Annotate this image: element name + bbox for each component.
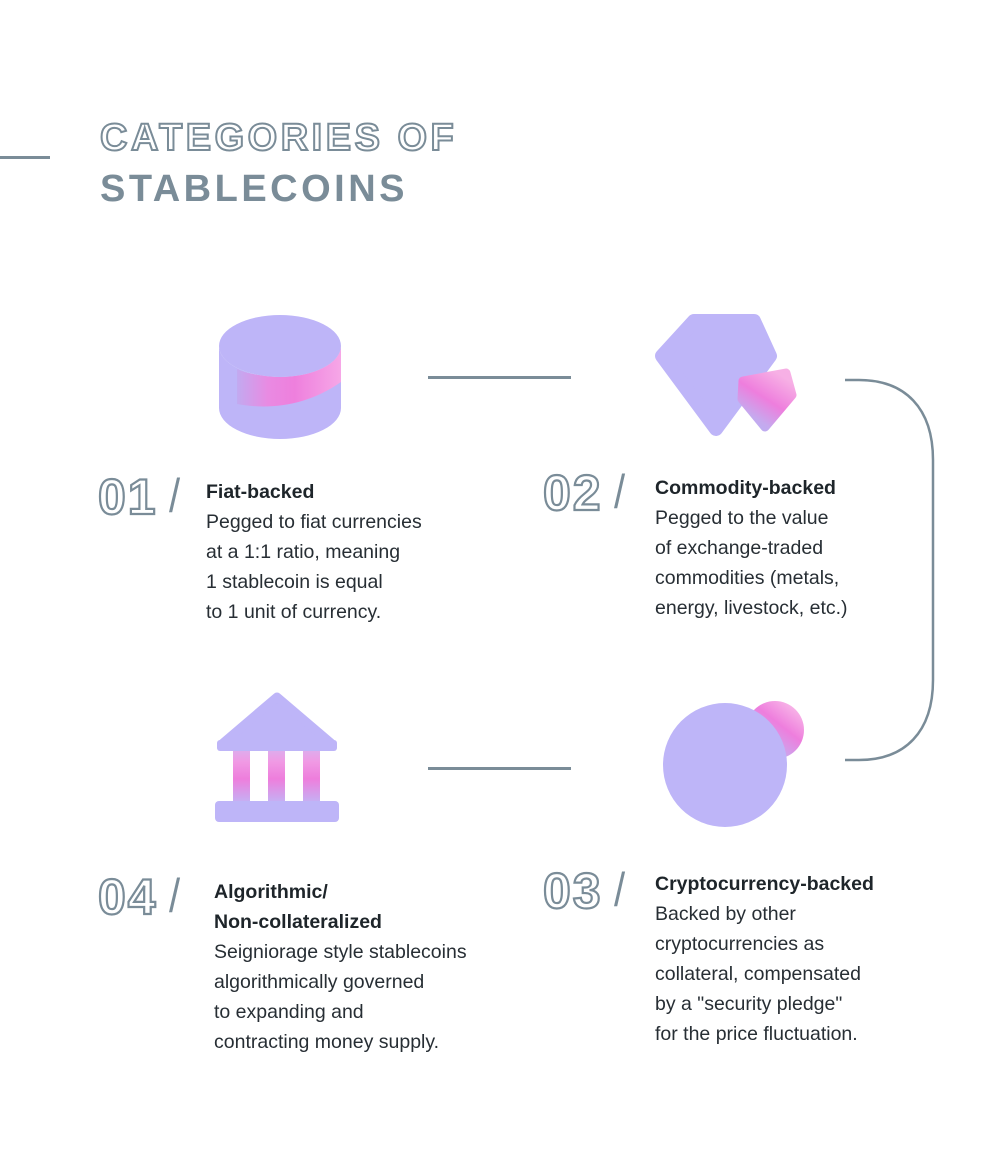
item-03-number-text: 03 <box>542 863 603 919</box>
bank-icon <box>215 692 339 822</box>
page-title: CATEGORIES OF STABLECOINS <box>99 116 458 212</box>
left-rule-divider <box>0 156 50 159</box>
item-03-slash: / <box>613 863 625 916</box>
item-02-body: Pegged to the value of exchange-traded c… <box>655 507 848 619</box>
item-01-number-text: 01 <box>97 469 158 525</box>
item-04-number-text: 04 <box>97 869 158 925</box>
connector-line-bottom <box>428 767 571 770</box>
coin-cylinder-icon <box>219 315 341 439</box>
connector-bracket-right <box>845 378 935 762</box>
item-04-body: Seigniorage style stablecoins algorithmi… <box>214 941 467 1053</box>
page-title-line2: STABLECOINS <box>100 167 409 210</box>
diamond-icon <box>655 314 797 436</box>
item-03-body: Backed by other cryptocurrencies as coll… <box>655 903 861 1045</box>
item-04-slash: / <box>168 869 180 922</box>
item-01-title: Fiat-backed <box>206 481 315 503</box>
item-01-text: Fiat-backed Pegged to fiat currencies at… <box>206 477 526 627</box>
circles-icon <box>663 701 804 827</box>
item-03-title: Cryptocurrency-backed <box>655 873 874 895</box>
page-title-line1: CATEGORIES OF <box>99 116 458 160</box>
item-02-slash: / <box>613 465 625 518</box>
item-04-title: Algorithmic/ Non-collateralized <box>214 881 382 933</box>
item-03-number: 03 / <box>542 863 627 919</box>
item-02-number: 02 / <box>542 465 627 521</box>
item-01-slash: / <box>168 469 180 522</box>
connector-line-top <box>428 376 571 379</box>
item-04-number: 04 / <box>97 869 182 925</box>
item-02-number-text: 02 <box>542 465 603 521</box>
item-02-text: Commodity-backed Pegged to the value of … <box>655 473 975 623</box>
item-03-text: Cryptocurrency-backed Backed by other cr… <box>655 869 975 1049</box>
item-02-title: Commodity-backed <box>655 477 836 499</box>
item-01-body: Pegged to fiat currencies at a 1:1 ratio… <box>206 511 422 623</box>
item-01-number: 01 / <box>97 469 182 525</box>
item-04-text: Algorithmic/ Non-collateralized Seignior… <box>214 877 534 1057</box>
